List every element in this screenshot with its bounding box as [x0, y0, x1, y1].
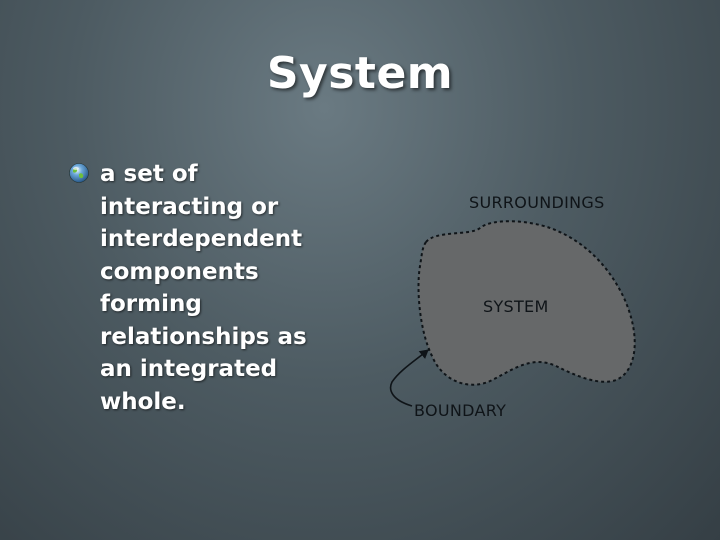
surroundings-label: SURROUNDINGS	[469, 193, 605, 212]
definition-line: components	[100, 258, 259, 285]
definition-line: forming	[100, 291, 202, 317]
definition-text: a set of interacting or interdependent c…	[100, 158, 360, 418]
definition-line: relationships as	[100, 323, 307, 350]
definition-line: interdependent	[100, 226, 303, 252]
definition-line: whole.	[100, 388, 186, 415]
system-boundary-shape	[389, 220, 636, 407]
system-region	[417, 220, 636, 386]
boundary-arrow	[389, 349, 429, 407]
system-diagram: SURROUNDINGS SYSTEM BOUNDARY	[380, 180, 660, 440]
slide-title: System	[266, 48, 454, 99]
boundary-label: BOUNDARY	[414, 401, 507, 420]
system-label: SYSTEM	[483, 297, 549, 316]
definition-line: an integrated	[100, 356, 278, 382]
globe-bullet-icon	[69, 163, 89, 183]
definition-line: a set of	[100, 161, 198, 187]
definition-line: interacting or	[100, 193, 279, 220]
